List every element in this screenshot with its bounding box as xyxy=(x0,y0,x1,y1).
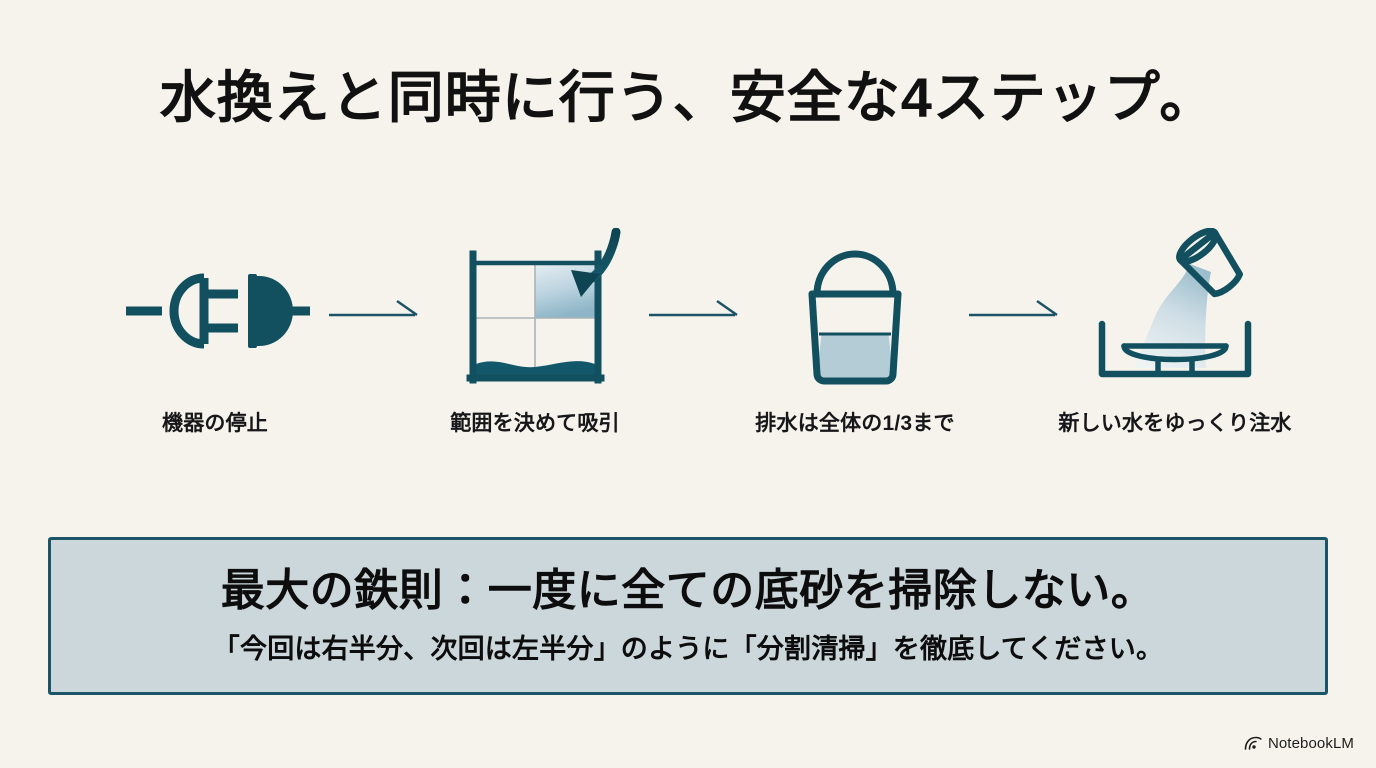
power-plug-unplugged-icon xyxy=(126,273,310,348)
step-4: 新しい水をゆっくり注水 xyxy=(1058,228,1291,437)
arrow-right-icon xyxy=(969,299,1058,316)
callout-headline: 最大の鉄則：一度に全ての底砂を掃除しない。 xyxy=(220,566,1156,616)
step-1-label: 機器の停止 xyxy=(162,412,268,435)
step-4-art xyxy=(1080,228,1270,393)
step-1: 機器の停止 xyxy=(120,228,310,437)
arrow-right-icon xyxy=(329,299,418,316)
step-1-art xyxy=(120,228,310,393)
step-4-label: 新しい水をゆっくり注水 xyxy=(1058,412,1292,435)
step-2-art xyxy=(440,228,630,393)
connector-2 xyxy=(643,228,747,393)
pitcher-pouring-onto-dish-icon xyxy=(1098,228,1252,378)
arrow-right-icon xyxy=(649,299,738,316)
step-2-label: 範囲を決めて吸引 xyxy=(450,412,620,435)
connector-3 xyxy=(963,228,1067,393)
step-3: 排水は全体の1/3まで xyxy=(755,228,955,437)
connector-1 xyxy=(323,228,427,393)
watermark: NotebookLM xyxy=(1244,735,1354,752)
page-title: 水換えと同時に行う、安全な4ステップ。 xyxy=(159,66,1217,129)
notebooklm-logo-icon xyxy=(1244,736,1262,750)
plug-body xyxy=(248,273,310,348)
key-rule-callout: 最大の鉄則：一度に全ての底砂を掃除しない。 「今回は右半分、次回は左半分」のよう… xyxy=(48,537,1328,695)
watermark-label: NotebookLM xyxy=(1267,735,1354,752)
callout-subline: 「今回は右半分、次回は左半分」のように「分割清掃」を徹底してください。 xyxy=(212,633,1164,664)
bucket-one-third-water-icon xyxy=(808,250,902,385)
steps-row: 機器の停止 xyxy=(120,228,1291,468)
aquarium-quadrant-suction-icon xyxy=(466,228,621,384)
step-2: 範囲を決めて吸引 xyxy=(440,228,630,437)
step-3-label: 排水は全体の1/3まで xyxy=(755,412,955,435)
step-3-art xyxy=(760,228,950,393)
